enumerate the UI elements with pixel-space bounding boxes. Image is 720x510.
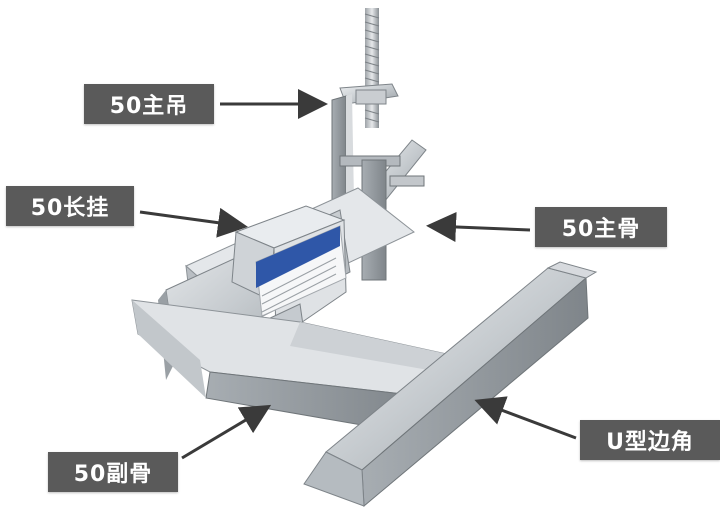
threaded-rod — [364, 8, 380, 128]
arrow-main-keel — [426, 211, 531, 242]
arrow-u-edge — [474, 396, 577, 440]
label-long-hanger: 50长挂 — [6, 186, 134, 226]
callout-arrows — [139, 89, 577, 460]
arrow-long-hanger — [139, 207, 248, 238]
label-main-hanger: 50主吊 — [84, 84, 214, 124]
long-hanger-clip — [231, 205, 347, 363]
arrow-sub-keel — [181, 404, 272, 460]
label-sub-keel: 50副骨 — [48, 452, 178, 492]
sub-keel-channel — [131, 299, 457, 435]
label-main-keel: 50主骨 — [535, 207, 667, 247]
u-edge-angle — [303, 261, 598, 508]
label-u-edge-angle: U型边角 — [580, 420, 720, 460]
